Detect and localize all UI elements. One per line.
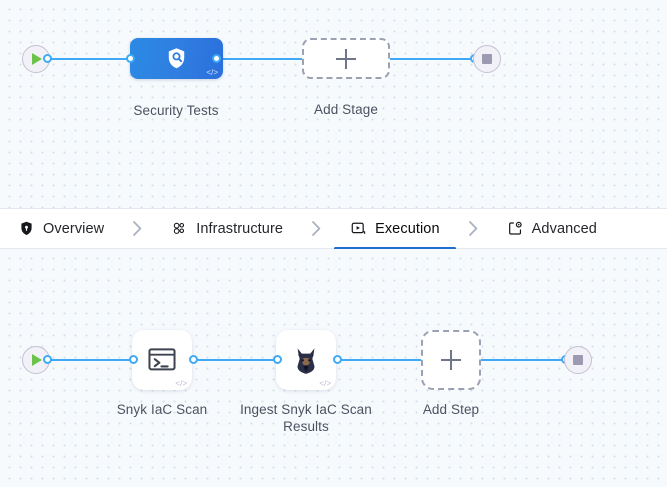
tab-separator-1 <box>132 220 143 237</box>
step-node-snyk-iac-scan[interactable]: </> <box>132 330 192 390</box>
add-stage-label: Add Stage <box>314 102 378 117</box>
plus-icon <box>441 350 461 370</box>
step-port-ingest-out[interactable] <box>333 355 342 364</box>
step-port-ingest-in[interactable] <box>273 355 282 364</box>
code-badge[interactable]: </> <box>319 379 331 388</box>
tab-label-overview: Overview <box>43 220 105 237</box>
terminal-icon <box>148 348 176 371</box>
tab-separator-3 <box>468 220 479 237</box>
step-rail-end <box>481 359 569 361</box>
step-port-snyk-in[interactable] <box>129 355 138 364</box>
play-window-icon <box>351 222 366 234</box>
tab-execution[interactable]: Execution <box>334 209 456 250</box>
chevron-right-icon <box>133 221 142 236</box>
pipeline-end-node[interactable] <box>473 45 501 73</box>
shield-search-icon <box>168 48 185 69</box>
pipeline-tabbar: Overview Infrastructure Execution <box>0 208 667 250</box>
stage-port-security-out[interactable] <box>212 54 221 63</box>
tab-label-advanced: Advanced <box>531 220 597 237</box>
code-badge[interactable]: </> <box>206 68 218 77</box>
chevron-right-icon <box>312 221 321 236</box>
step-rail-start <box>46 359 133 361</box>
step-label-snyk-iac-scan: Snyk IaC Scan <box>116 402 208 417</box>
step-port-start-out[interactable] <box>43 355 52 364</box>
tab-separator-2 <box>311 220 322 237</box>
window-gear-icon <box>508 221 522 235</box>
stage-port-start-out[interactable] <box>43 54 52 63</box>
step-rail-2 <box>337 359 421 361</box>
tab-label-execution: Execution <box>375 220 440 237</box>
stage-node-security-tests[interactable]: </> <box>130 38 223 79</box>
execution-end-node[interactable] <box>564 346 592 374</box>
stage-port-security-in[interactable] <box>126 54 135 63</box>
stage-canvas[interactable]: </> Security Tests Add Stage <box>0 0 667 208</box>
code-badge[interactable]: </> <box>175 379 187 388</box>
tab-advanced[interactable]: Advanced <box>505 209 599 249</box>
chevron-right-icon <box>468 221 477 236</box>
tab-overview[interactable]: Overview <box>16 209 106 249</box>
doberman-icon <box>297 348 315 374</box>
add-step-button[interactable] <box>421 330 481 390</box>
tab-label-infrastructure: Infrastructure <box>196 220 284 237</box>
play-icon <box>32 53 42 65</box>
stage-label-security-tests: Security Tests <box>133 103 219 118</box>
plus-icon <box>336 48 356 69</box>
step-node-ingest-results[interactable]: </> <box>276 330 336 390</box>
tab-infrastructure[interactable]: Infrastructure <box>169 209 285 249</box>
play-icon <box>32 354 42 366</box>
step-label-ingest-results: Ingest Snyk IaC Scan Results <box>240 402 372 434</box>
stage-rail-end <box>386 58 478 60</box>
step-rail-1 <box>193 359 278 361</box>
add-stage-button[interactable] <box>302 38 390 79</box>
stage-rail-start <box>46 58 136 60</box>
shield-icon <box>21 221 32 235</box>
stage-rail-middle <box>216 58 306 60</box>
step-port-snyk-out[interactable] <box>189 355 198 364</box>
step-canvas[interactable]: </> Snyk IaC Scan </> Ingest Snyk IaC Sc… <box>0 249 667 487</box>
cluster-icon <box>174 222 185 234</box>
add-step-label: Add Step <box>422 402 480 417</box>
stop-icon <box>482 54 492 64</box>
stop-icon <box>573 355 583 365</box>
